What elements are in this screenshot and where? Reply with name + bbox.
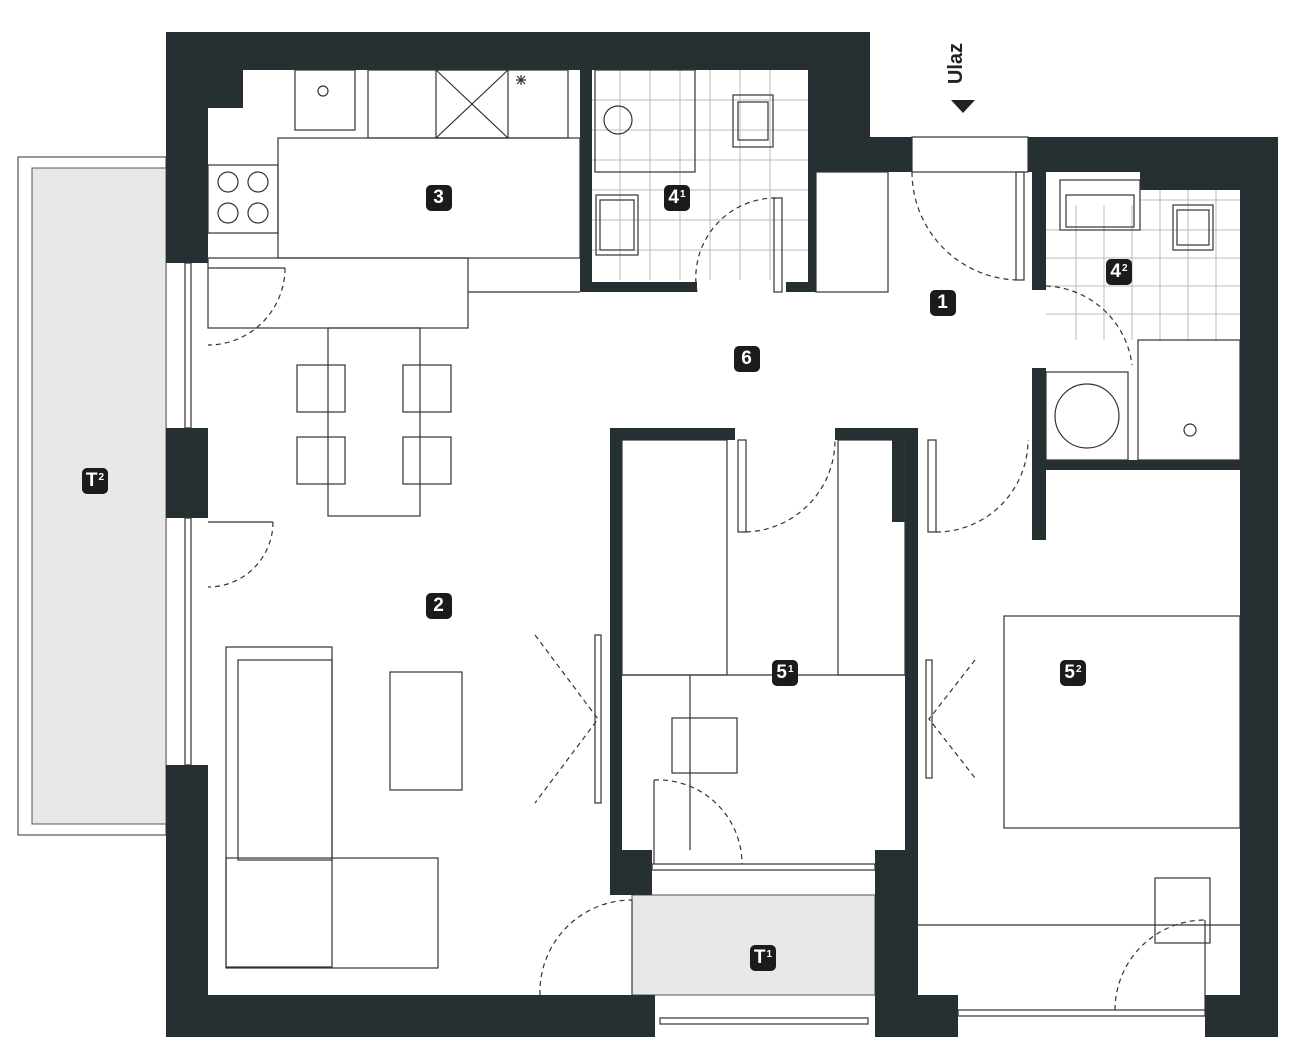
room-label-1: 1 <box>930 290 956 316</box>
furniture <box>207 69 1241 969</box>
entrance-marker: Ulaz <box>944 40 984 113</box>
room-label-6: 6 <box>734 346 760 372</box>
bath-tiles-4-1 <box>592 70 808 280</box>
bath-tiles-4-2 <box>1046 172 1240 340</box>
walls <box>166 32 1278 1037</box>
entrance-label: Ulaz <box>945 42 968 85</box>
windows <box>184 136 1206 1025</box>
room-label-3: 3 <box>426 185 452 211</box>
room-label-2: 2 <box>426 593 452 619</box>
arrow-down-icon <box>951 100 975 113</box>
terrace-t2 <box>17 156 167 836</box>
doors <box>207 171 1206 1011</box>
